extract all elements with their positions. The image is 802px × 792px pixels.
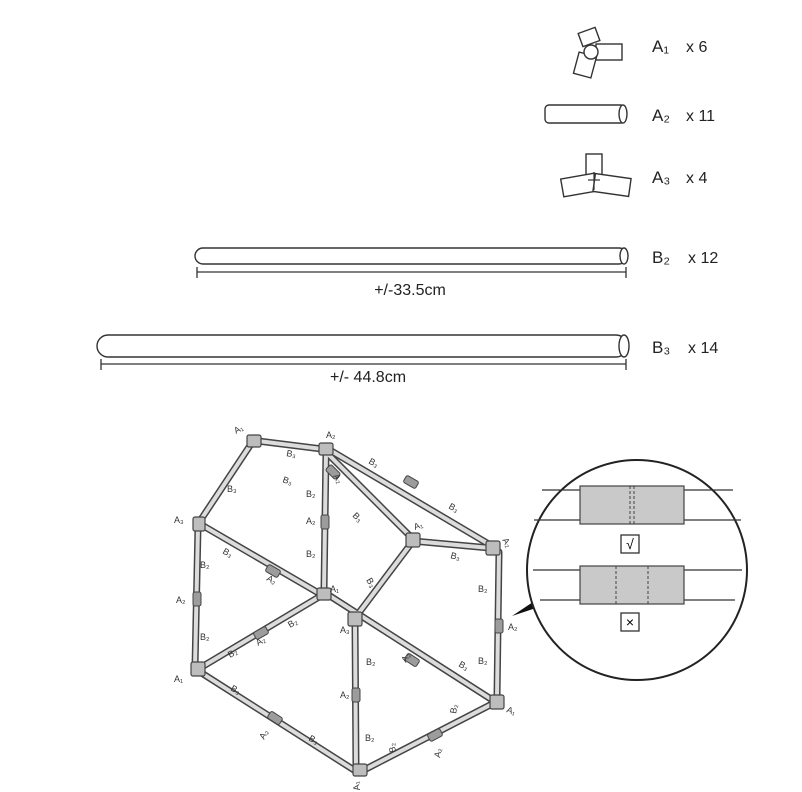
frame-assembly: A₁ A₂ B₃ B₃ B₃ B₃ B₃ B₂ A₂ B₂ B₃ A₂ A₁ B…: [174, 423, 518, 792]
straight-connector-icon: [544, 104, 628, 124]
part-name-a2: A₂: [652, 106, 670, 125]
label-a1-bottom: A₁: [351, 781, 362, 792]
part-qty-b2: x 12: [688, 250, 718, 267]
wrong-mark-icon: ×: [626, 614, 634, 630]
label-b2-center-top: B₂: [306, 489, 316, 499]
wrong-fit-detail: ×: [533, 565, 742, 632]
corner-connector-icon: [572, 26, 623, 79]
label-b2-right-front: B₂: [448, 703, 460, 715]
part-qty-a1: x 6: [686, 39, 707, 56]
label-b3-inner: B₃: [281, 474, 294, 487]
label-b2-left-bottom: B₂: [200, 632, 210, 642]
dimension-line-b3: [100, 359, 627, 370]
correct-mark-icon: √: [626, 536, 634, 552]
connection-detail-callout: √ ×: [526, 459, 748, 681]
label-b2-right-top: B₂: [478, 584, 488, 594]
label-a2-right-top: A₂: [500, 536, 514, 550]
label-a2-bottom-right: A₂: [432, 747, 444, 759]
label-a2-left: A₂: [176, 595, 186, 605]
part-qty-a2: x 11: [686, 108, 715, 125]
label-b2-left-top: B₂: [200, 560, 210, 570]
part-name-a3: A₃: [652, 168, 670, 187]
a2-sleeves: [192, 464, 504, 742]
label-a1-center: A₁: [330, 584, 339, 594]
label-b2-right-bottom: B₂: [478, 656, 488, 666]
label-a1-mid: A₁: [412, 519, 424, 531]
part-name-a1: A₁: [652, 37, 669, 56]
label-a1-left-bottom: A₁: [174, 674, 183, 684]
joint-connectors: [190, 434, 505, 777]
label-a2-center-bottom: A₂: [340, 690, 350, 700]
b3-length-label: +/- 44.8cm: [330, 369, 406, 386]
part-name-b3: B₃: [652, 338, 670, 357]
label-b2-bottom-center: B₂: [365, 733, 375, 743]
label-b3-left-roof: B₃: [227, 484, 237, 494]
label-a2-right: A₂: [508, 622, 518, 632]
label-b2-center-bottom: B₂: [366, 657, 376, 667]
label-b3-left: B₃: [221, 546, 235, 560]
frame-rods: [191, 437, 503, 774]
label-a2-top: A₂: [326, 430, 336, 440]
part-name-b2: B₂: [652, 248, 670, 267]
label-a1-top: A₁: [232, 423, 245, 436]
short-tube-icon: [194, 247, 629, 265]
correct-fit-detail: √: [534, 485, 741, 554]
label-b3-bottom: B₃: [307, 733, 321, 747]
label-b2-bottom-right: B₂: [386, 742, 398, 754]
label-b2-center: B₂: [306, 549, 316, 559]
label-a2-bottom-left: A₂: [257, 727, 271, 741]
tee-connector-icon: [559, 153, 632, 198]
label-b3-left-bottom: B₃: [229, 683, 243, 697]
label-b3-diag: B₃: [351, 510, 365, 524]
dimension-line-b2: [196, 267, 627, 278]
label-a3-left: A₃: [174, 515, 184, 525]
label-b3-roof-right: B₃: [447, 501, 461, 515]
label-b3-roof: B₃: [367, 456, 381, 470]
label-a1-right-bottom: A₁: [505, 704, 517, 716]
part-qty-a3: x 4: [686, 170, 707, 187]
label-b3-top: B₃: [286, 448, 298, 460]
label-b3-right-bottom: B₃: [457, 659, 471, 673]
label-b3-short: B₃: [449, 550, 461, 562]
long-tube-icon: [96, 334, 630, 358]
b2-length-label: +/-33.5cm: [374, 282, 446, 299]
label-b3-right-diag: B₃: [364, 576, 378, 590]
label-a3-center: A₃: [340, 625, 350, 635]
label-a2-center: A₂: [306, 516, 316, 526]
part-qty-b3: x 14: [688, 340, 718, 357]
